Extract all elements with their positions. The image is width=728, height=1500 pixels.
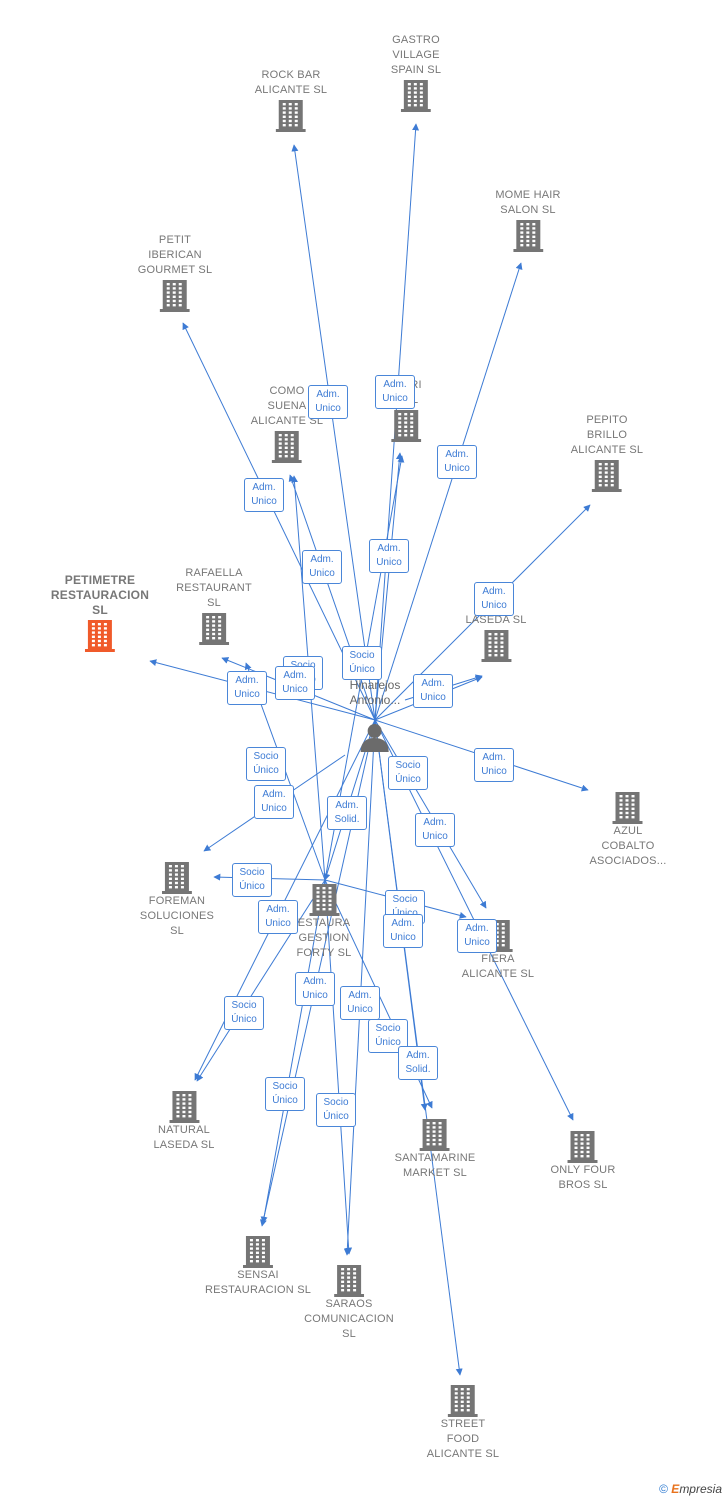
role-badge[interactable]: Adm. Solid. xyxy=(398,1046,438,1080)
role-badge[interactable]: Adm. Unico xyxy=(369,539,409,573)
company-label: GASTRO VILLAGE SPAIN SL xyxy=(390,34,442,76)
company-pepito[interactable]: PEPITO BRILLO ALICANTE SL xyxy=(571,413,644,492)
footer-copyright: © Empresia xyxy=(659,1482,722,1496)
role-badge[interactable]: Socio Único xyxy=(246,747,286,781)
company-mome[interactable]: MOME HAIR SALON SL xyxy=(495,188,560,252)
building-icon xyxy=(176,611,252,645)
company-label: FIERA ALICANTE SL xyxy=(461,953,535,980)
building-icon xyxy=(391,78,441,112)
role-badge[interactable]: Adm. Unico xyxy=(227,671,267,705)
company-label: AZUL COBALTO ASOCIADOS... xyxy=(589,825,667,867)
company-azul[interactable]: AZUL COBALTO ASOCIADOS... xyxy=(590,790,667,869)
building-icon xyxy=(140,860,214,894)
company-rafaella[interactable]: RAFAELLA RESTAURANT SL xyxy=(176,566,252,645)
role-badge[interactable]: Adm. Unico xyxy=(413,674,453,708)
relationship-edge xyxy=(324,879,353,1255)
company-label: ONLY FOUR BROS SL xyxy=(550,1164,616,1191)
role-badge[interactable]: Adm. Unico xyxy=(457,919,497,953)
company-label: SENSAI RESTAURACION SL xyxy=(204,1269,312,1296)
company-label: ESTAURA GESTION FORTY SL xyxy=(296,917,352,959)
company-label: STREET FOOD ALICANTE SL xyxy=(426,1418,500,1460)
role-badge[interactable]: Adm. Unico xyxy=(295,972,335,1006)
company-saraos[interactable]: SARAOS COMUNICACION SL xyxy=(304,1263,394,1342)
center-person[interactable]: a Hinarejos Antonio... xyxy=(349,663,401,752)
company-santamarine[interactable]: SANTAMARINE MARKET SL xyxy=(395,1117,476,1181)
building-icon xyxy=(51,618,149,652)
building-icon xyxy=(297,882,352,916)
building-icon xyxy=(495,218,560,252)
building-icon xyxy=(427,1383,500,1417)
building-icon xyxy=(251,429,324,463)
building-icon xyxy=(395,1117,476,1151)
relationship-edge xyxy=(260,879,326,1224)
company-label: PETIT IBERICAN GOURMET SL xyxy=(137,234,213,276)
company-label: ROCK BAR ALICANTE SL xyxy=(254,69,328,96)
building-icon xyxy=(304,1263,394,1297)
brand-initial: E xyxy=(671,1482,680,1496)
role-badge[interactable]: Adm. Unico xyxy=(258,900,298,934)
company-onlyfour[interactable]: ONLY FOUR BROS SL xyxy=(551,1129,616,1193)
person-icon xyxy=(360,724,389,752)
role-badge[interactable]: Adm. Unico xyxy=(415,813,455,847)
building-icon xyxy=(551,1129,616,1163)
company-label: RAFAELLA RESTAURANT SL xyxy=(176,567,252,609)
role-badge[interactable]: Adm. Solid. xyxy=(327,796,367,830)
building-icon xyxy=(138,278,213,312)
company-label: SANTAMARINE MARKET SL xyxy=(394,1152,476,1179)
building-icon xyxy=(205,1234,311,1268)
brand-name: mpresia xyxy=(679,1482,722,1496)
company-petimetre-focus[interactable]: PETIMETRE RESTAURACION SL xyxy=(51,573,149,652)
relationship-edge xyxy=(291,144,376,721)
company-label: SARAOS COMUNICACION SL xyxy=(304,1298,394,1340)
role-badge[interactable]: Socio Único xyxy=(232,863,272,897)
building-icon xyxy=(153,1089,214,1123)
company-street[interactable]: STREET FOOD ALICANTE SL xyxy=(427,1383,500,1462)
building-icon xyxy=(390,408,422,442)
company-restaura[interactable]: ESTAURA GESTION FORTY SL xyxy=(297,882,352,961)
role-badge[interactable]: Adm. Unico xyxy=(340,986,380,1020)
company-label: FOREMAN SOLUCIONES SL xyxy=(139,895,215,937)
company-petit[interactable]: PETIT IBERICAN GOURMET SL xyxy=(138,233,213,312)
building-icon xyxy=(590,790,667,824)
role-badge[interactable]: Socio Único xyxy=(316,1093,356,1127)
role-badge[interactable]: Socio Único xyxy=(388,756,428,790)
role-badge[interactable]: Adm. Unico xyxy=(383,914,423,948)
copyright-symbol: © xyxy=(659,1482,668,1496)
role-badge[interactable]: Socio Único xyxy=(368,1019,408,1053)
role-badge[interactable]: Adm. Unico xyxy=(474,582,514,616)
company-como[interactable]: COMO SUENA ALICANTE SL xyxy=(251,384,324,463)
role-badge[interactable]: Adm. Unico xyxy=(244,478,284,512)
role-badge[interactable]: Socio Único xyxy=(224,996,264,1030)
company-label: PETIMETRE RESTAURACION SL xyxy=(50,573,150,617)
role-badge[interactable]: Adm. Unico xyxy=(254,785,294,819)
company-gastro[interactable]: GASTRO VILLAGE SPAIN SL xyxy=(391,33,441,112)
relationship-edge xyxy=(374,262,523,721)
role-badge[interactable]: Adm. Unico xyxy=(302,550,342,584)
role-badge[interactable]: Adm. Unico xyxy=(474,748,514,782)
company-label: PEPITO BRILLO ALICANTE SL xyxy=(570,414,644,456)
company-label: MOME HAIR SALON SL xyxy=(495,189,561,216)
company-foreman[interactable]: FOREMAN SOLUCIONES SL xyxy=(140,860,214,939)
relationship-edge xyxy=(196,879,326,1082)
company-natural[interactable]: NATURAL LASEDA SL xyxy=(153,1089,214,1153)
role-badge[interactable]: Socio Único xyxy=(342,646,382,680)
role-badge[interactable]: Adm. Unico xyxy=(308,385,348,419)
person-label: a Hinarejos Antonio... xyxy=(349,663,401,707)
building-icon xyxy=(571,458,644,492)
role-badge[interactable]: Adm. Unico xyxy=(275,666,315,700)
role-badge[interactable]: Adm. Unico xyxy=(437,445,477,479)
role-badge[interactable]: Adm. Unico xyxy=(375,375,415,409)
company-label: COMO SUENA ALICANTE SL xyxy=(250,385,324,427)
building-icon xyxy=(465,628,526,662)
company-rockbar[interactable]: ROCK BAR ALICANTE SL xyxy=(255,68,328,132)
company-sensai[interactable]: SENSAI RESTAURACION SL xyxy=(205,1234,311,1298)
building-icon xyxy=(255,98,328,132)
company-label: NATURAL LASEDA SL xyxy=(153,1124,215,1151)
role-badge[interactable]: Socio Único xyxy=(265,1077,305,1111)
